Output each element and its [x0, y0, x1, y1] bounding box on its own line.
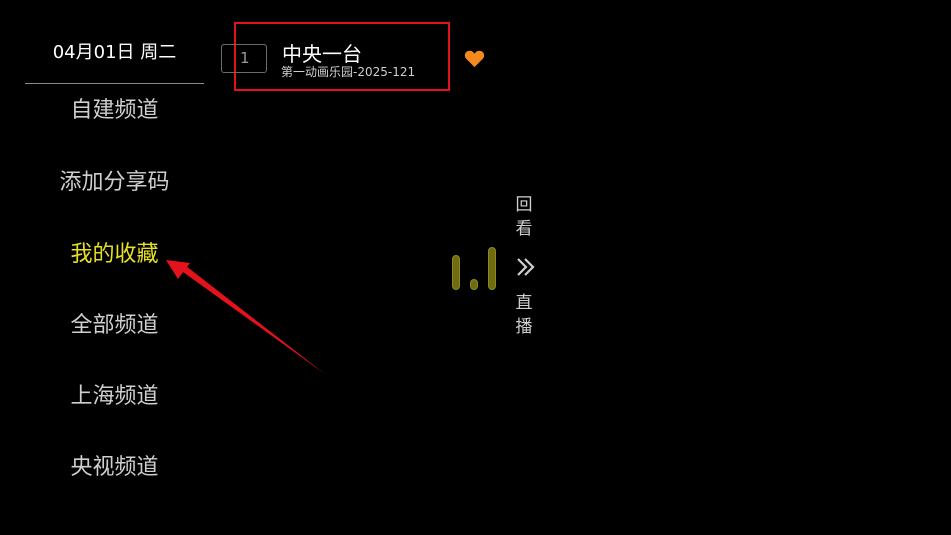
category-my-favorites[interactable]: 我的收藏 [70, 242, 159, 267]
signal-bar [470, 279, 478, 290]
category-add-share-code[interactable]: 添加分享码 [59, 170, 170, 195]
signal-bar [488, 247, 496, 290]
double-chevron-right-icon[interactable] [515, 256, 537, 278]
channel-current-program: 第一动画乐园-2025-121 [281, 65, 416, 79]
heart-icon[interactable] [464, 49, 485, 68]
channel-number: 1 [221, 44, 267, 73]
signal-bar [452, 255, 460, 290]
category-self-built[interactable]: 自建频道 [70, 98, 159, 123]
live-label[interactable]: 直播 [515, 293, 533, 337]
signal-bars-icon [452, 247, 500, 290]
channel-item-highlight[interactable] [234, 22, 450, 91]
channel-name: 中央一台 [282, 42, 362, 66]
category-cctv-channels[interactable]: 央视频道 [70, 455, 159, 480]
category-all-channels[interactable]: 全部频道 [70, 313, 159, 338]
date-divider [25, 83, 204, 84]
date-label: 04月01日 周二 [52, 42, 177, 63]
replay-label[interactable]: 回看 [515, 195, 533, 239]
category-shanghai-channels[interactable]: 上海频道 [70, 384, 159, 409]
